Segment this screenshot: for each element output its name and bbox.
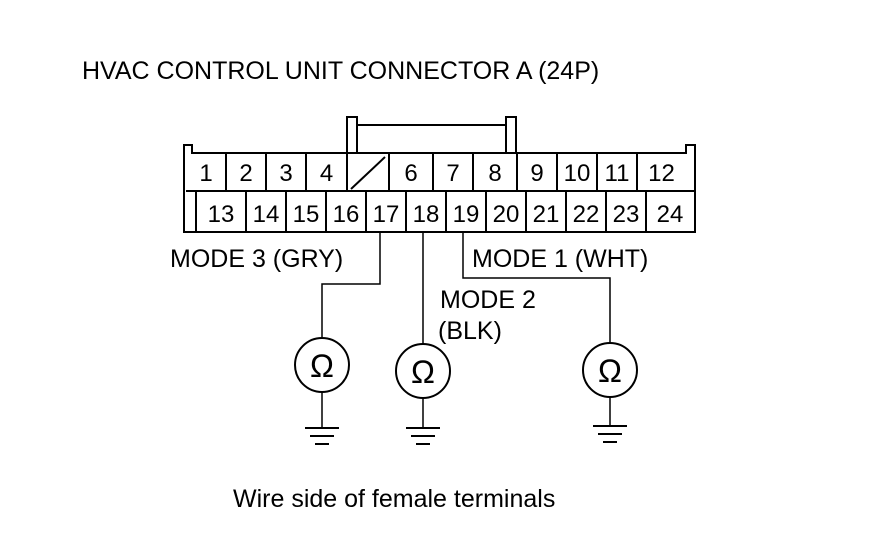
mode1-label: MODE 1 (WHT) bbox=[472, 245, 648, 273]
terminal-number: 16 bbox=[333, 201, 360, 228]
ohm-symbol: Ω bbox=[310, 348, 334, 384]
mode2-label-line2: (BLK) bbox=[438, 317, 502, 345]
terminal-number: 2 bbox=[239, 160, 252, 187]
terminal-number: 24 bbox=[657, 201, 684, 228]
terminal-number: 20 bbox=[493, 201, 520, 228]
terminal-number: 17 bbox=[373, 201, 400, 228]
wire-mode2: MODE 2 (BLK) bbox=[422, 232, 536, 345]
ohmmeter-icon: Ω bbox=[582, 342, 638, 398]
ground-icon bbox=[593, 397, 627, 443]
terminal-number: 9 bbox=[530, 160, 543, 187]
terminal-number: 7 bbox=[446, 160, 459, 187]
terminal-number: 6 bbox=[404, 160, 417, 187]
diagram-caption: Wire side of female terminals bbox=[233, 485, 555, 513]
terminal-number: 8 bbox=[488, 160, 501, 187]
ohmmeter-icon: Ω bbox=[294, 337, 350, 393]
wire-mode3: MODE 3 (GRY) bbox=[170, 232, 381, 338]
mode2-label-line1: MODE 2 bbox=[440, 286, 536, 314]
terminal-number: 23 bbox=[613, 201, 640, 228]
connector-body bbox=[183, 144, 696, 233]
terminal-number: 3 bbox=[279, 160, 292, 187]
terminal-number: 21 bbox=[533, 201, 560, 228]
terminal-number: 22 bbox=[573, 201, 600, 228]
wire-mode1: MODE 1 (WHT) bbox=[462, 232, 648, 344]
ohmmeter-icon: Ω bbox=[395, 343, 451, 399]
terminal-number: 12 bbox=[648, 160, 675, 187]
terminal-number: 14 bbox=[253, 201, 280, 228]
unused-terminal-mark bbox=[350, 156, 386, 190]
terminal-number: 19 bbox=[453, 201, 480, 228]
ground-icon bbox=[305, 392, 339, 445]
terminal-number: 13 bbox=[208, 201, 235, 228]
ground-icon bbox=[406, 398, 440, 445]
ohm-symbol: Ω bbox=[411, 354, 435, 390]
terminal-number: 10 bbox=[564, 160, 591, 187]
diagram-title: HVAC CONTROL UNIT CONNECTOR A (24P) bbox=[82, 57, 599, 85]
terminal-number: 4 bbox=[320, 160, 333, 187]
terminal-number: 15 bbox=[293, 201, 320, 228]
terminal-number: 1 bbox=[199, 160, 212, 187]
connector-latch bbox=[346, 116, 517, 154]
mode3-label: MODE 3 (GRY) bbox=[170, 245, 343, 273]
terminal-number: 18 bbox=[413, 201, 440, 228]
terminal-number: 11 bbox=[605, 160, 630, 187]
ohm-symbol: Ω bbox=[598, 353, 622, 389]
